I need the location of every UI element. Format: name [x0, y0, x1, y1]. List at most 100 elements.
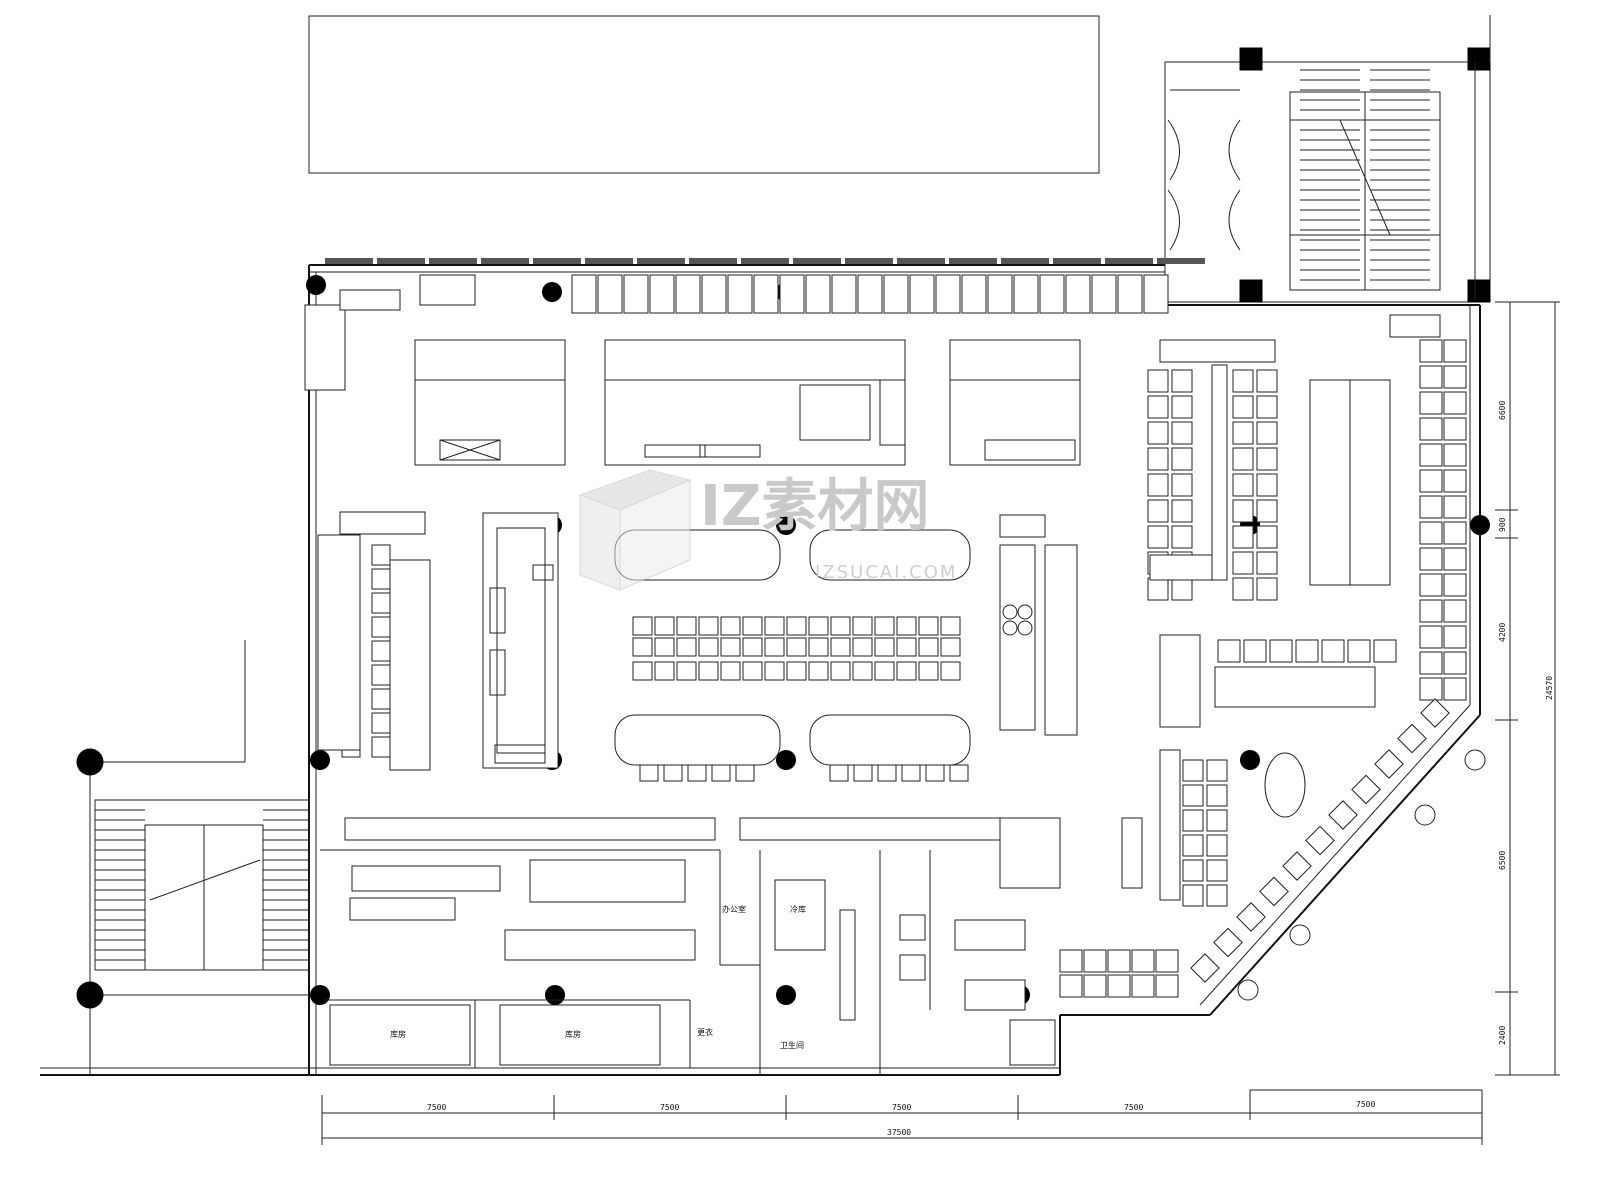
window-segment — [1001, 258, 1049, 264]
chair — [786, 661, 807, 681]
chair — [1443, 677, 1467, 701]
chair — [371, 664, 391, 686]
chair — [654, 637, 675, 657]
chair — [676, 637, 697, 657]
column — [542, 282, 562, 302]
chair — [830, 637, 851, 657]
booth-seat — [1039, 274, 1065, 314]
chair — [1182, 884, 1204, 907]
booth-seat — [987, 274, 1013, 314]
chair — [1443, 339, 1467, 363]
chair — [1107, 949, 1131, 973]
booth-seat — [935, 274, 961, 314]
diagonal-chair — [1259, 876, 1289, 907]
chair — [1419, 651, 1443, 675]
chair — [918, 661, 939, 681]
window-segment — [793, 258, 841, 264]
chair — [1443, 469, 1467, 493]
chair — [742, 637, 763, 657]
column — [776, 515, 796, 535]
chair — [1419, 625, 1443, 649]
chair — [1147, 577, 1169, 601]
chair — [786, 616, 807, 636]
chair — [1206, 784, 1228, 807]
column — [310, 985, 330, 1005]
chair — [1155, 974, 1179, 998]
chair — [742, 661, 763, 681]
window-segment — [325, 258, 373, 264]
column — [306, 275, 326, 295]
chair — [808, 661, 829, 681]
chair — [1182, 784, 1204, 807]
chair — [1182, 859, 1204, 882]
chair — [1107, 974, 1131, 998]
chair — [852, 616, 873, 636]
chair — [1443, 365, 1467, 389]
chair — [1147, 369, 1169, 393]
adjacent-building-outline — [308, 15, 1100, 174]
chair — [1321, 639, 1345, 663]
booth-seat — [753, 274, 779, 314]
chair — [1171, 577, 1193, 601]
window-segment — [897, 258, 945, 264]
chair — [371, 568, 391, 590]
chair — [1059, 949, 1083, 973]
chair — [720, 661, 741, 681]
room-label-storage-b: 库房 — [565, 1029, 581, 1039]
window-segment — [949, 258, 997, 264]
chair — [1419, 443, 1443, 467]
chair — [1295, 639, 1319, 663]
booth-seat — [961, 274, 987, 314]
watermark: IZ素材网 IZSUCAI.COM — [578, 469, 955, 591]
chair — [1347, 639, 1371, 663]
chair — [676, 661, 697, 681]
chair — [874, 661, 895, 681]
curved-booth — [614, 714, 781, 766]
chair — [1171, 395, 1193, 419]
booth-seat — [831, 274, 857, 314]
chair — [1147, 525, 1169, 549]
window-segment — [533, 258, 581, 264]
chair — [1443, 625, 1467, 649]
booth-seat — [1091, 274, 1117, 314]
chair — [1443, 443, 1467, 467]
curved-booth — [809, 714, 971, 766]
chair — [1131, 949, 1155, 973]
diagonal-chair — [1397, 723, 1427, 754]
dim-right-2: 900 — [1498, 517, 1507, 532]
central-dining-tables — [614, 529, 971, 782]
chair — [1131, 974, 1155, 998]
window-segment — [481, 258, 529, 264]
booth-seat — [675, 274, 701, 314]
chair — [1171, 473, 1193, 497]
chair — [1443, 391, 1467, 415]
dim-bottom-2: 7500 — [660, 1103, 679, 1112]
diagonal-chair — [1374, 749, 1404, 779]
chair — [1171, 421, 1193, 445]
chair — [1206, 884, 1228, 907]
window-segment — [429, 258, 477, 264]
window-segment — [377, 258, 425, 264]
chair — [1256, 369, 1278, 393]
chair — [742, 616, 763, 636]
column — [1240, 750, 1260, 770]
chair — [371, 544, 391, 566]
central-kitchen-island — [482, 512, 559, 769]
diagonal-chair — [1236, 902, 1266, 932]
dimension-lines-right — [1495, 301, 1560, 1076]
chair — [654, 616, 675, 636]
chair — [1419, 573, 1443, 597]
chair — [808, 637, 829, 657]
chair — [1243, 639, 1267, 663]
chair — [949, 764, 969, 782]
curved-booth — [809, 529, 971, 581]
chair — [1256, 577, 1278, 601]
dim-bottom-3: 7500 — [892, 1103, 911, 1112]
chair — [676, 616, 697, 636]
chair — [1083, 949, 1107, 973]
window-segment — [1157, 258, 1205, 264]
chair — [1232, 577, 1254, 601]
chair — [1419, 469, 1443, 493]
diagonal-chair — [1351, 774, 1381, 805]
